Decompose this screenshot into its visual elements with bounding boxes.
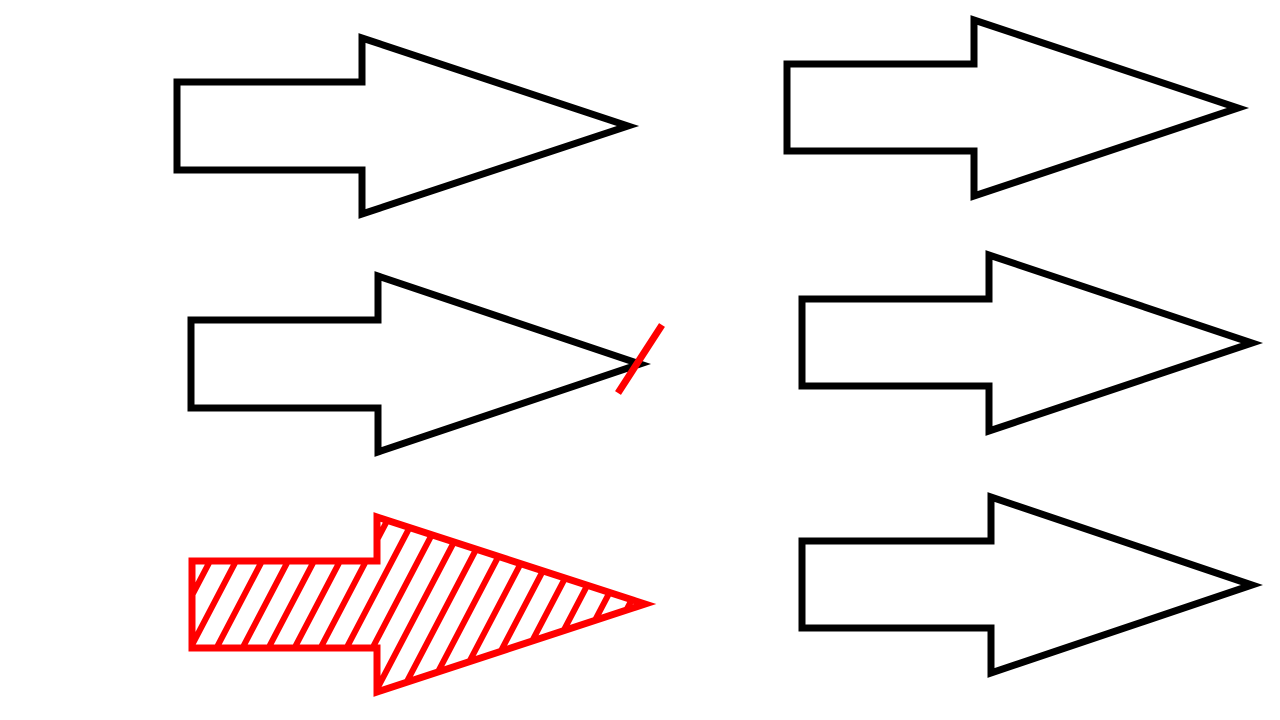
- hatch-line: [192, 517, 271, 692]
- arrow-middle-left[interactable]: [187, 271, 651, 457]
- hatch-line: [192, 517, 193, 692]
- arrow-top-left[interactable]: [173, 33, 640, 219]
- hatch-line: [192, 517, 297, 692]
- hatch-pattern: [192, 500, 788, 710]
- tip-tick-mark: [615, 323, 665, 395]
- arrow-bottom-right[interactable]: [798, 492, 1263, 678]
- hatch-line: [652, 500, 762, 710]
- arrow-middle-right[interactable]: [798, 250, 1264, 436]
- hatch-line: [597, 517, 645, 692]
- hatch-line: [259, 517, 375, 692]
- hatch-line: [337, 517, 453, 692]
- hatch-line: [493, 517, 609, 692]
- hatch-line: [441, 517, 557, 692]
- hatch-line: [233, 517, 349, 692]
- hatch-line: [207, 517, 323, 692]
- hatch-line: [519, 517, 635, 692]
- arrow-middle-left-group[interactable]: [187, 271, 665, 457]
- arrow-bottom-left-group[interactable]: [80, 500, 788, 710]
- arrow-top-right[interactable]: [783, 15, 1250, 201]
- hatch-line: [467, 517, 583, 692]
- hatch-line: [678, 500, 788, 710]
- hatch-line: [571, 517, 645, 692]
- hatch-line: [415, 517, 531, 692]
- hatch-line: [192, 517, 245, 692]
- hatch-line: [192, 517, 219, 692]
- arrow-bottom-left[interactable]: [188, 512, 657, 697]
